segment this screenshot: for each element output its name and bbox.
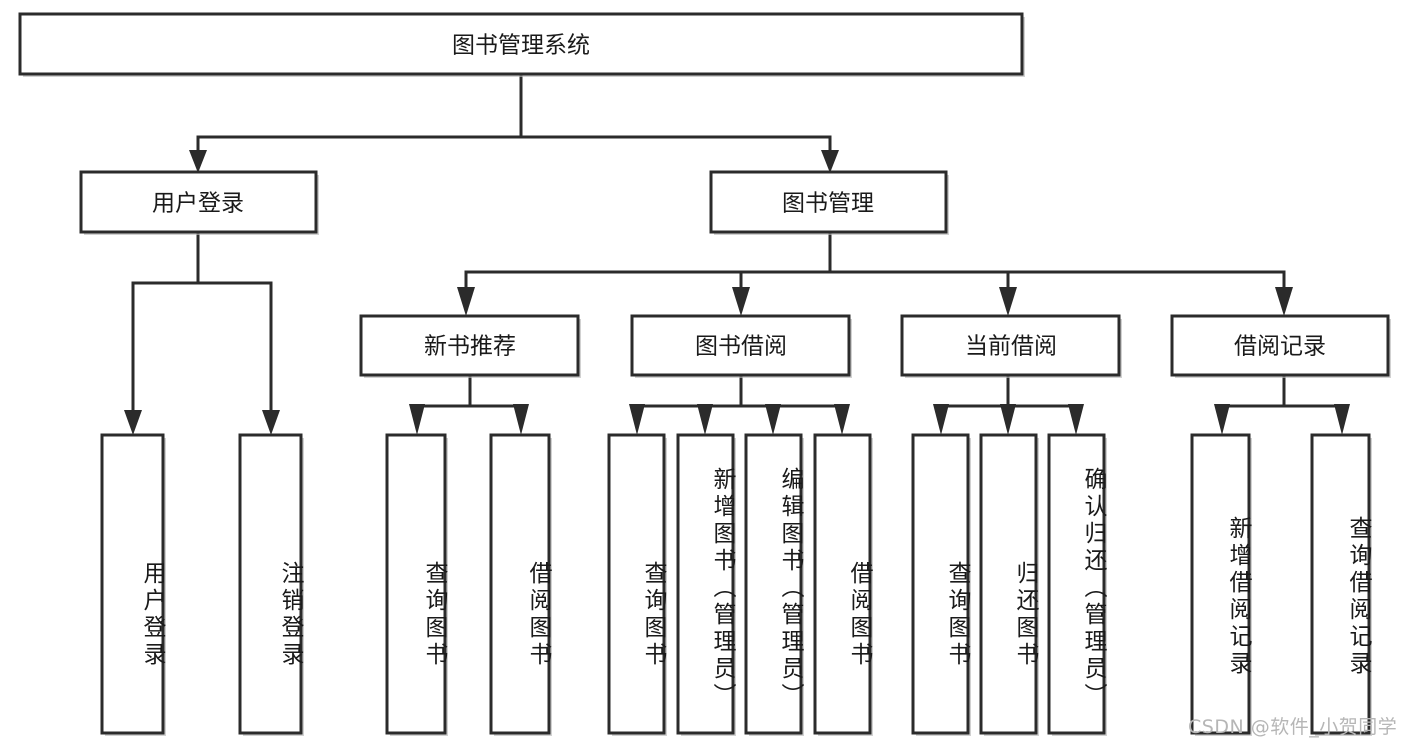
arrow-to-leaf-add-record [1214,404,1230,435]
arrow-to-leaf-return-book [1000,404,1016,435]
leaf-logout-login-label: 注销登录 [277,561,303,669]
arrow-to-leaf-confirm-return [1068,404,1084,435]
node-leaf-add-book[interactable] [676,433,735,735]
root-node-label: 图书管理系统 [452,33,590,59]
node-new-book-recommend-label: 新书推荐 [424,334,516,360]
arrow-to-leaf-user-login [124,410,142,435]
arrow-to-leaf-edit-book [765,404,781,435]
arrow-to-user-login [189,150,207,173]
arrow-to-leaf-borrow-book-2 [834,404,850,435]
node-leaf-edit-book[interactable] [744,433,803,735]
arrow-to-leaf-query-book-2 [629,404,645,435]
node-leaf-query-book-3[interactable] [911,433,970,735]
arrow-to-leaf-query-book-3 [933,404,949,435]
node-leaf-query-book-2[interactable] [607,433,666,735]
node-leaf-return-book[interactable] [979,433,1038,735]
node-leaf-add-record[interactable] [1190,433,1251,735]
node-borrow-record[interactable] [1170,314,1390,377]
leaf-add-record-label: 新增借阅记录 [1225,516,1251,678]
leaf-return-book-label: 归还图书 [1012,561,1038,669]
node-borrow-record-label: 借阅记录 [1234,334,1326,360]
leaf-query-book-3-label: 查询图书 [944,561,970,669]
watermark-text: CSDN @软件_小贺同学 [1188,716,1398,738]
node-leaf-logout-login[interactable] [238,433,303,735]
leaf-query-book-2-label: 查询图书 [640,561,666,669]
arrow-to-leaf-borrow-book-1 [513,404,529,435]
arrow-to-leaf-add-book [697,404,713,435]
node-leaf-query-book-1[interactable] [385,433,447,735]
node-current-borrow[interactable] [900,314,1121,377]
arrow-to-current-borrow [999,287,1017,316]
leaf-edit-book-label: 编辑图书（管理员） [777,466,803,710]
node-leaf-borrow-book-2[interactable] [813,433,872,735]
arrow-to-borrow-record [1275,287,1293,316]
arrow-to-new-book-recommend [457,287,475,316]
node-leaf-user-login[interactable] [100,433,165,735]
leaf-query-book-1-label: 查询图书 [421,561,447,669]
arrow-to-leaf-query-book-1 [409,404,425,435]
leaf-borrow-book-1-label: 借阅图书 [525,561,551,669]
node-leaf-query-record[interactable] [1310,433,1371,735]
arrow-to-leaf-query-record [1334,404,1350,435]
node-book-borrow-label: 图书借阅 [695,334,787,360]
root-node-box[interactable] [18,12,1024,76]
arrow-to-book-management [821,150,839,173]
node-book-management-label: 图书管理 [782,191,874,217]
arrowhead-layer [124,150,1350,435]
node-leaf-borrow-book-1[interactable] [489,433,551,735]
node-user-login-label: 用户登录 [152,191,244,217]
arrow-to-leaf-logout-login [262,410,280,435]
node-layer: 图书管理系统 用户登录 图书管理 新书推荐 图书借阅 当前借阅 借阅记录 [18,12,1391,736]
node-leaf-confirm-return[interactable] [1047,433,1106,735]
leaf-borrow-book-2-label: 借阅图书 [846,561,872,669]
node-book-management[interactable] [709,170,948,234]
node-book-borrow[interactable] [630,314,851,377]
leaf-confirm-return-label: 确认归还（管理员） [1080,466,1106,710]
arrow-to-book-borrow [732,287,750,316]
node-new-book-recommend[interactable] [359,314,580,377]
leaf-add-book-label: 新增图书（管理员） [709,466,735,710]
node-user-login[interactable] [79,170,318,234]
leaf-query-record-label: 查询借阅记录 [1345,516,1371,678]
leaf-user-login-label: 用户登录 [139,561,165,669]
node-current-borrow-label: 当前借阅 [965,334,1057,360]
